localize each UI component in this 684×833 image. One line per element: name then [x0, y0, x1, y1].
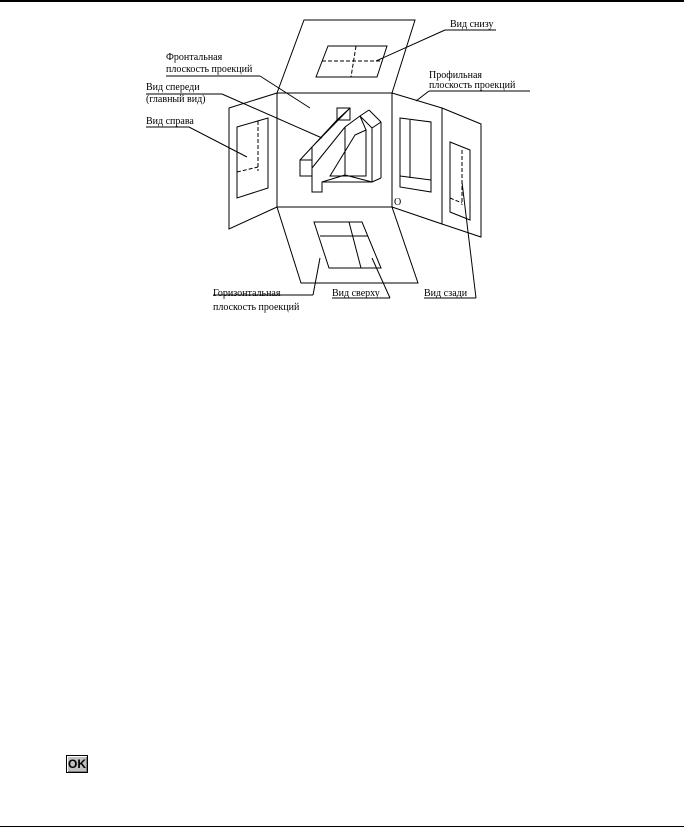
- top-flap-plane: [276, 19, 416, 94]
- left-flap-plane: [228, 92, 278, 230]
- label-profile-plane-2: плоскость проекций: [429, 80, 516, 91]
- label-bottom-view: Вид снизу: [450, 19, 494, 30]
- label-horizontal-plane-1: Горизонтальная: [213, 288, 281, 299]
- label-front-view-2: (главный вид): [146, 94, 206, 105]
- rear-plane: [441, 107, 482, 238]
- ok-button[interactable]: OK: [66, 755, 88, 773]
- top-rule: [0, 0, 684, 2]
- label-rear-view: Вид сзади: [424, 288, 468, 299]
- label-horizontal-plane-2: плоскость проекций: [213, 302, 300, 313]
- label-right-view: Вид справа: [146, 116, 194, 127]
- label-front-view-1: Вид спереди: [146, 82, 200, 93]
- frontal-plane: [276, 92, 393, 208]
- label-frontal-plane-1: Фронтальная: [166, 52, 223, 63]
- label-origin: O: [394, 197, 401, 208]
- bottom-rule: [0, 826, 684, 827]
- label-profile-plane-1: Профильная: [429, 70, 482, 81]
- label-top-view: Вид сверху: [332, 288, 380, 299]
- horizontal-plane: [276, 206, 419, 284]
- label-frontal-plane-2: плоскость проекций: [166, 64, 253, 75]
- 3d-object: [299, 107, 382, 193]
- leader-lines: [146, 29, 530, 299]
